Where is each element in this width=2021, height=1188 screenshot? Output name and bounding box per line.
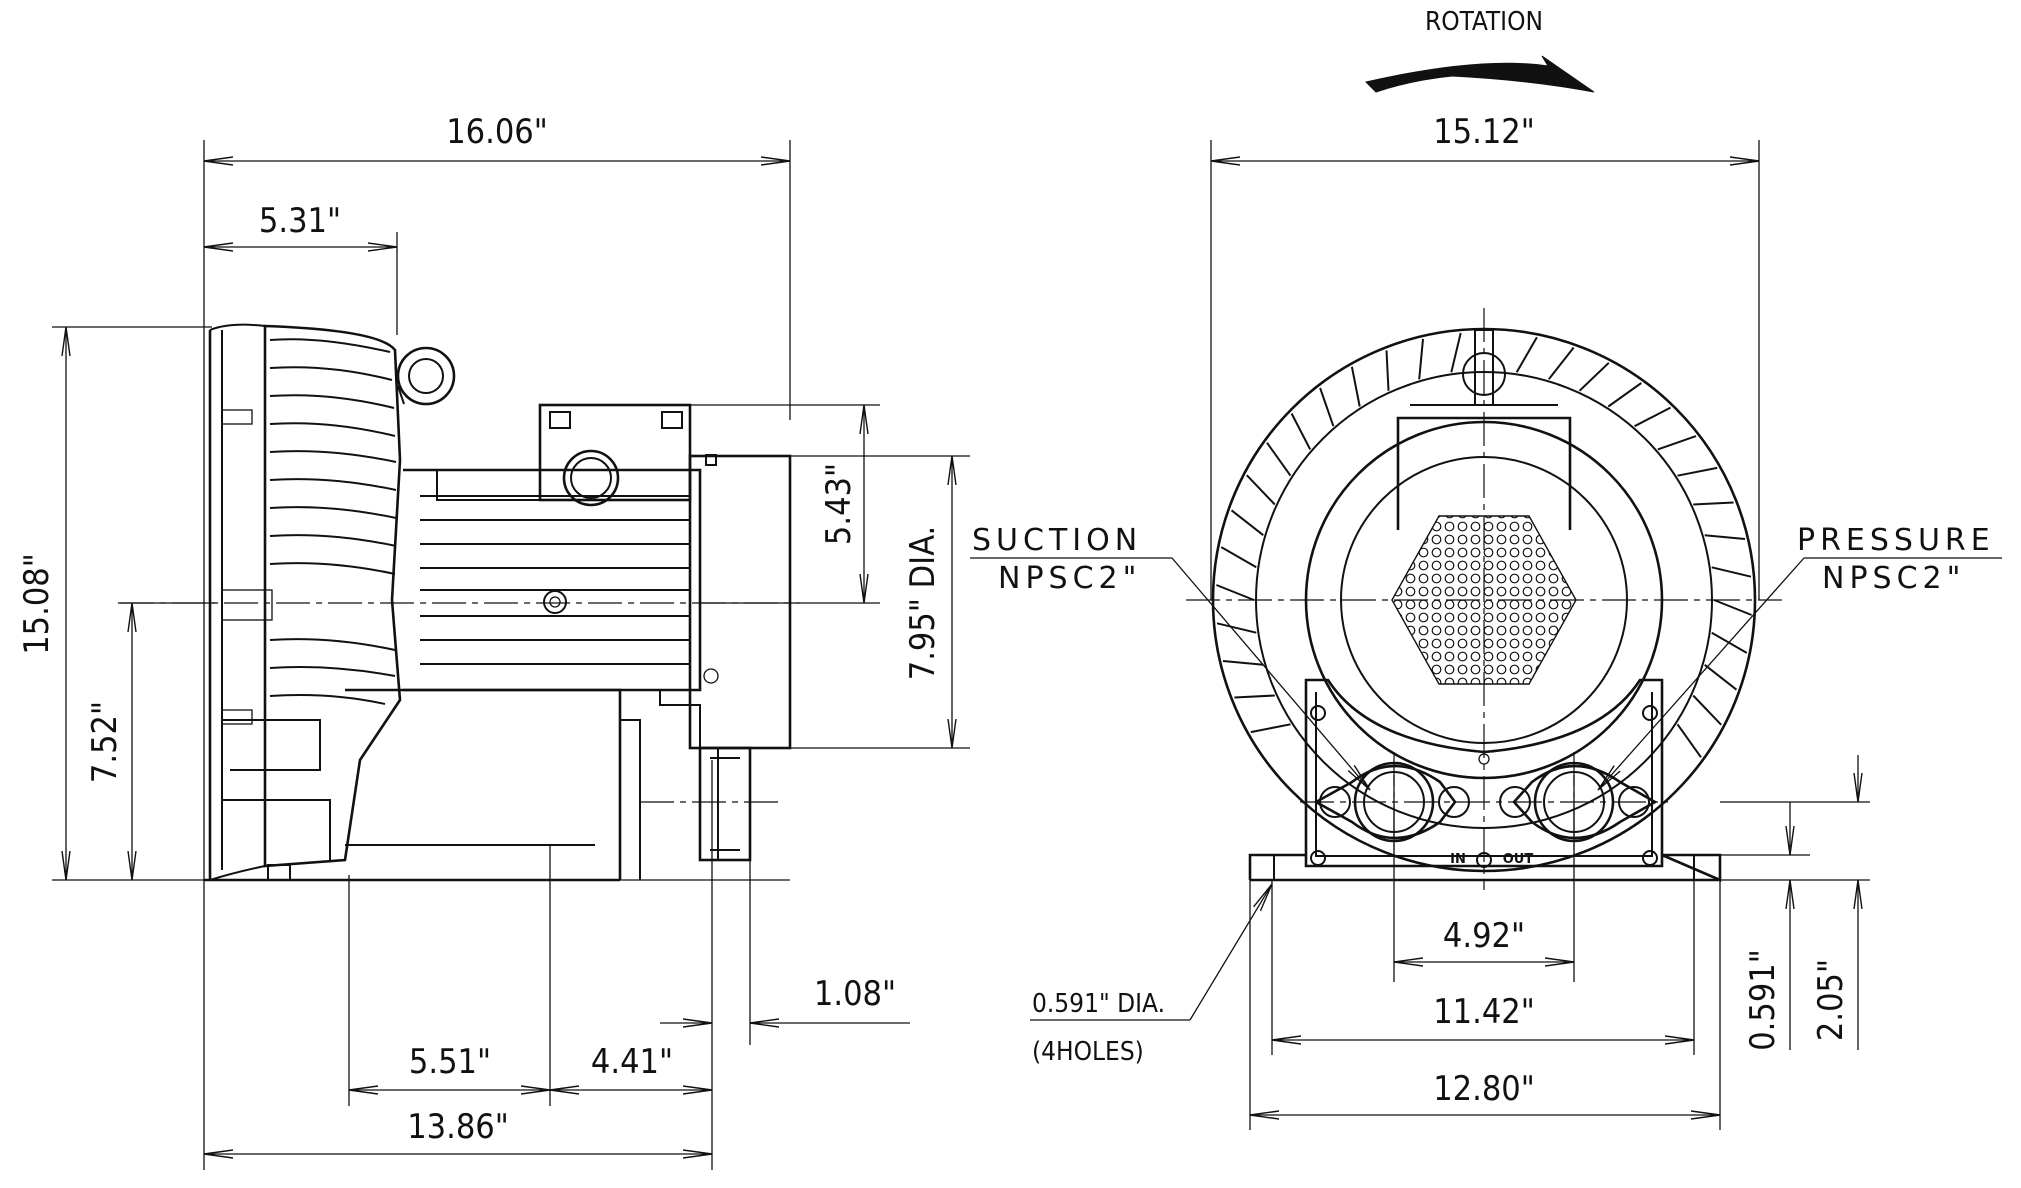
holes-count-label: (4HOLES)	[1032, 1037, 1144, 1067]
pressure-size-label: NPSC2"	[1822, 561, 1965, 596]
housing-fin	[1450, 332, 1462, 373]
housing-fin	[1216, 584, 1255, 601]
housing-fin	[1693, 501, 1734, 506]
holes-dia-label: 0.591" DIA.	[1032, 989, 1165, 1019]
housing-fin	[1230, 509, 1264, 536]
housing-fin	[1266, 442, 1292, 477]
pressure-callout: PRESSURE NPSC2"	[1598, 523, 2002, 790]
housing-fin	[1515, 336, 1538, 373]
housing-fin	[1692, 694, 1722, 726]
dim-front-base-width: 12.80"	[1433, 1069, 1535, 1109]
dim-front-port-height: 2.05"	[1811, 959, 1851, 1041]
housing-fin	[1704, 664, 1738, 691]
housing-fin	[1578, 362, 1610, 392]
housing-fin	[1222, 660, 1264, 666]
front-view-centerlines	[1186, 308, 1782, 890]
housing-fin	[1634, 406, 1671, 428]
pressure-label: PRESSURE	[1797, 523, 1995, 558]
rotation-label: ROTATION	[1425, 7, 1543, 37]
port-in-label: IN	[1450, 852, 1466, 867]
dim-side-base-span: 5.51"	[409, 1042, 491, 1082]
housing-fin	[1385, 350, 1390, 391]
housing-fin	[1234, 694, 1275, 699]
housing-fin	[1711, 566, 1752, 578]
side-view-blower	[204, 323, 792, 882]
dim-side-box-height: 5.43"	[819, 463, 859, 545]
rotation-arrow-icon	[1365, 55, 1595, 93]
suction-size-label: NPSC2"	[998, 561, 1141, 596]
suction-label: SUCTION	[972, 523, 1142, 558]
dim-side-base-length: 13.86"	[407, 1107, 509, 1147]
dim-side-center-height: 7.52"	[85, 701, 125, 783]
dim-side-front-depth: 5.31"	[259, 201, 341, 241]
housing-fin	[1319, 387, 1335, 427]
housing-fin	[1677, 466, 1718, 477]
housing-fin	[1250, 723, 1291, 734]
dim-front-base-thickness: 0.591"	[1743, 949, 1783, 1051]
housing-fin	[1713, 599, 1752, 616]
side-view-dimensions: 16.06" 5.31" 15.08" 7.52" 5.43" 7.95" DI…	[17, 112, 970, 1170]
holes-callout: 0.591" DIA. (4HOLES)	[1030, 884, 1272, 1067]
housing-fin	[1548, 346, 1575, 380]
housing-fin	[1607, 382, 1642, 408]
housing-fin	[1220, 546, 1257, 569]
housing-fin	[1657, 435, 1697, 451]
dim-side-overall-length: 16.06"	[446, 112, 548, 152]
suction-callout: SUCTION NPSC2"	[970, 523, 1370, 790]
side-view-centerlines	[120, 602, 800, 803]
housing-fin	[1290, 413, 1312, 450]
dim-front-port-spacing: 4.92"	[1443, 916, 1525, 956]
housing-fin	[1350, 366, 1361, 407]
dim-front-overall-width: 15.12"	[1433, 112, 1535, 152]
port-out-label: OUT	[1503, 852, 1534, 867]
dim-side-motor-dia: 7.95" DIA.	[903, 526, 943, 680]
dim-side-flange-offset: 1.08"	[814, 974, 896, 1014]
dim-front-hole-spacing: 11.42"	[1433, 992, 1535, 1032]
housing-fin	[1216, 622, 1257, 634]
dim-side-overall-height: 15.08"	[17, 553, 57, 655]
front-view-dimensions: 15.12" 4.92" 11.42" 12.80" 0.591" 2.05"	[1210, 112, 1870, 1130]
housing-fin	[1418, 338, 1424, 380]
housing-fin	[1704, 534, 1746, 540]
dim-side-base-rear: 4.41"	[591, 1042, 673, 1082]
housing-fin	[1246, 474, 1276, 506]
housing-fin	[1676, 723, 1702, 758]
